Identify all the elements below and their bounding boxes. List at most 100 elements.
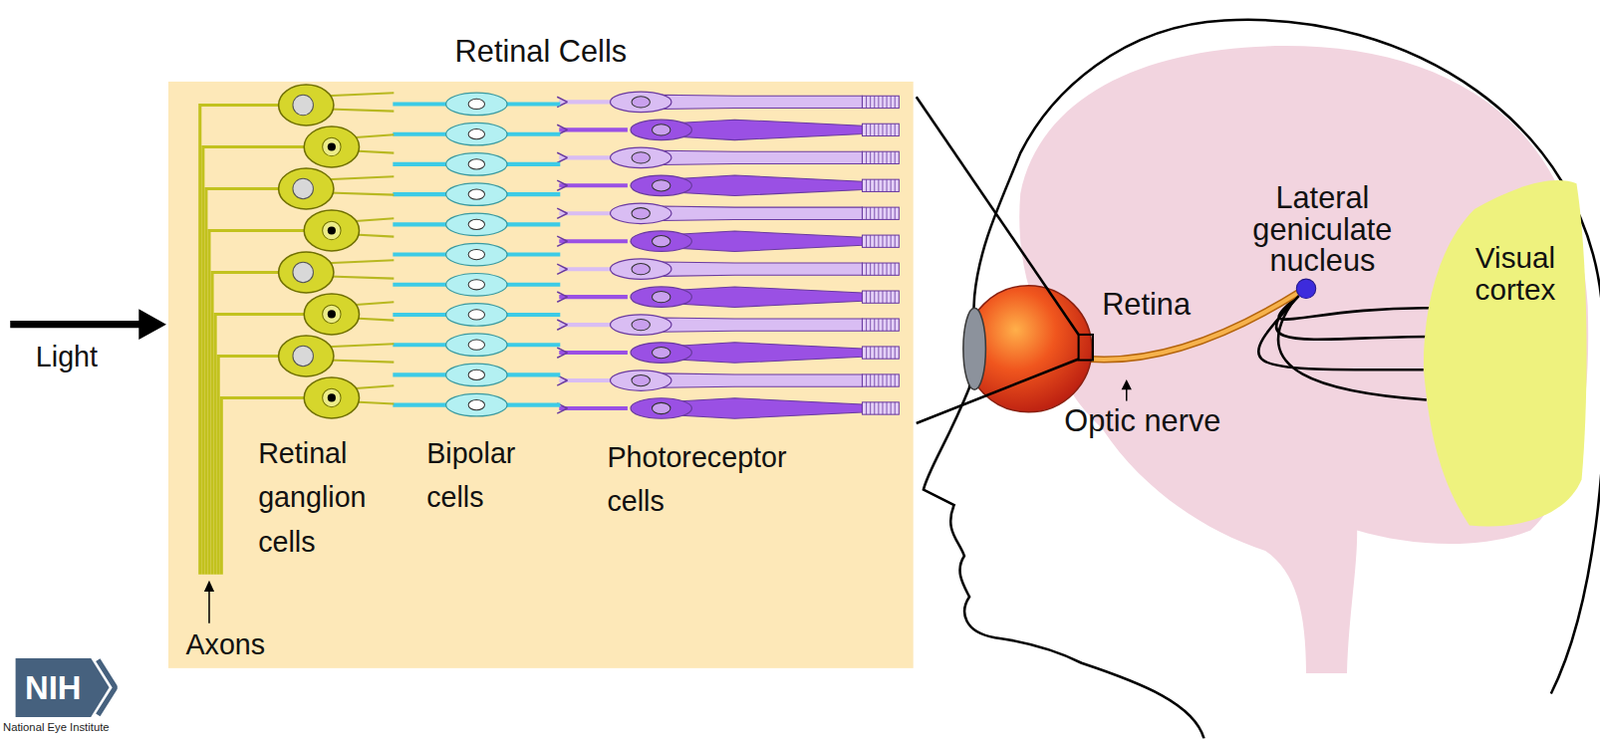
nucleolus [327, 142, 336, 151]
disc-stripe [869, 123, 871, 136]
photoreceptor-body [630, 175, 692, 196]
nucleus [322, 221, 341, 240]
bipolar-body [446, 122, 508, 146]
disc-stripe [886, 179, 888, 192]
disc-stripe [877, 318, 879, 331]
dendrite [328, 109, 395, 112]
light-arrowhead [138, 308, 167, 340]
synaptic-terminal [556, 208, 567, 214]
disc-stripe [865, 402, 867, 415]
disc-stripe [877, 374, 879, 387]
disc-stripe [873, 402, 875, 415]
bipolar-body [446, 333, 508, 357]
bipolar-body [446, 303, 508, 327]
nucleus [468, 369, 485, 380]
nucleus [631, 96, 650, 108]
photoreceptor-body [630, 231, 692, 252]
bipolar-process [392, 372, 449, 377]
disc-stripe [894, 402, 896, 415]
disc-stripe [865, 346, 867, 359]
disc-stripe [890, 374, 892, 387]
cell-label: Bipolar cells [426, 431, 554, 521]
synaptic-terminal [556, 380, 567, 386]
photoreceptor-body [630, 342, 692, 363]
disc-stripe [873, 374, 875, 387]
synaptic-terminal [556, 157, 567, 163]
nucleus [631, 152, 650, 164]
disc-stripe [877, 95, 879, 108]
dendrite [328, 360, 395, 363]
bipolar-process [504, 312, 560, 317]
outer-segment [861, 402, 899, 415]
bipolar-process [504, 252, 560, 257]
disc-stripe [890, 235, 892, 248]
synaptic-terminal [556, 264, 567, 269]
disc-stripe [886, 290, 888, 303]
disc-stripe [869, 290, 871, 303]
lgn-dot: Lateral geniculate nucleus [1296, 278, 1317, 299]
synaptic-terminal [556, 180, 567, 186]
part-label: Axons [185, 627, 266, 662]
photoreceptor-axon [558, 406, 628, 411]
photoreceptor-segment [681, 286, 862, 307]
photoreceptor-body [630, 286, 692, 307]
synaptic-terminal [556, 268, 567, 274]
disc-stripe [865, 235, 867, 248]
retinal-panel: Retinal CellsRetinal ganglion cellsBipol… [168, 81, 914, 669]
photoreceptor-segment [661, 150, 863, 165]
optic-radiation [1278, 297, 1427, 400]
disc-stripe [886, 402, 888, 415]
outer-segment [861, 151, 899, 164]
dendrite [326, 92, 395, 96]
disc-stripe [869, 402, 871, 415]
structure-label: Lateral geniculate nucleus [1220, 183, 1425, 278]
outer-segment [861, 95, 899, 108]
photoreceptor-body [630, 398, 692, 419]
cell-label: Retinal ganglion cells [258, 431, 401, 564]
disc-stripe [886, 318, 888, 331]
disc-stripe [894, 290, 896, 303]
nucleus [631, 318, 650, 330]
disc-stripe [890, 263, 892, 275]
outer-segment [861, 123, 899, 136]
dendrite [351, 218, 394, 222]
disc-stripe [890, 123, 892, 136]
nucleus [292, 178, 313, 199]
disc-stripe [877, 235, 879, 248]
ganglion-body [278, 168, 334, 210]
disc-stripe [877, 151, 879, 164]
dendrite [326, 260, 395, 264]
disc-stripe [877, 179, 879, 192]
nucleus [468, 159, 485, 170]
photoreceptor-segment [681, 342, 862, 363]
synaptic-terminal [556, 408, 567, 414]
outer-segment [861, 346, 899, 359]
disc-stripe [865, 290, 867, 303]
disc-stripe [873, 123, 875, 136]
dendrite [351, 385, 394, 389]
disc-stripe [877, 346, 879, 359]
disc-stripe [869, 346, 871, 359]
bipolar-process [504, 132, 560, 137]
disc-stripe [890, 179, 892, 192]
visual-cortex-region: Visual cortex [1423, 173, 1593, 531]
outer-segment [861, 179, 899, 192]
nucleus [631, 374, 650, 386]
bipolar-process [392, 132, 449, 137]
nucleolus [327, 309, 336, 318]
disc-stripe [894, 235, 896, 248]
bipolar-process [504, 342, 560, 347]
disc-stripe [881, 374, 883, 387]
bipolar-process [392, 252, 449, 257]
synaptic-terminal [556, 324, 567, 330]
cortex-outline [1423, 173, 1593, 531]
disc-stripe [881, 402, 883, 415]
nih-logo: NIHNational Eye Institute [14, 658, 117, 718]
cell-label: Photoreceptor cells [606, 435, 826, 525]
nucleus [468, 399, 485, 410]
disc-stripe [894, 318, 896, 331]
nucleus [468, 219, 485, 230]
disc-stripe [881, 151, 883, 164]
dendrite [353, 235, 394, 238]
